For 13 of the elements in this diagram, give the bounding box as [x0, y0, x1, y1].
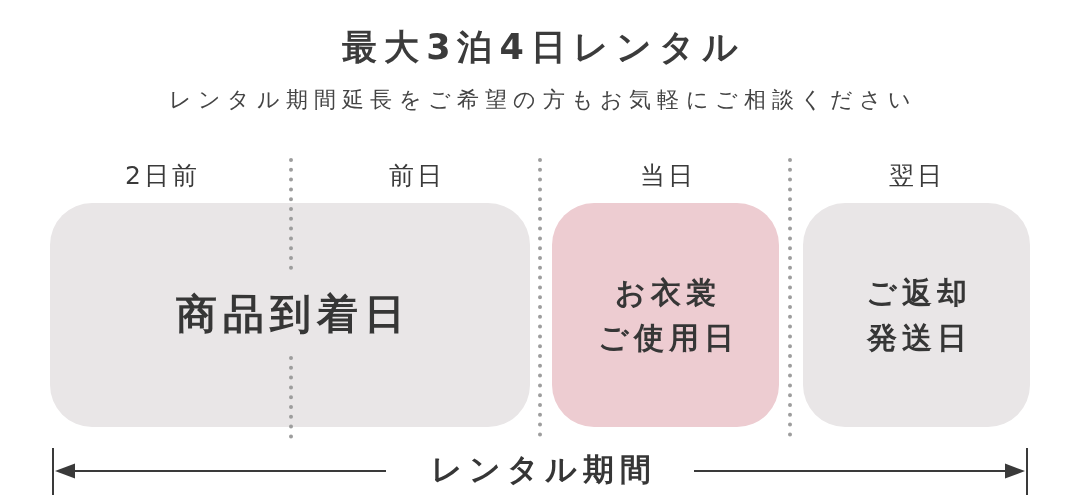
schedule-label: ご返却発送日 [865, 274, 972, 357]
title: 最大3泊4日レンタル [341, 26, 745, 68]
subtitle: レンタル期間延長をご希望の方もお気軽にご相談ください [168, 87, 918, 113]
column-heading: 翌日 [887, 161, 945, 191]
column-heading: 当日 [638, 161, 696, 191]
schedule-box [803, 203, 1030, 427]
schedule-label: 商品到着日 [174, 289, 411, 341]
column-heading: 2日前 [124, 161, 200, 191]
schedule-box [50, 203, 530, 427]
dimension-label: レンタル期間 [430, 452, 657, 488]
column-heading: 前日 [387, 161, 445, 191]
schedule-box [552, 203, 779, 427]
schedule-label: お衣裳ご使用日 [596, 274, 739, 357]
